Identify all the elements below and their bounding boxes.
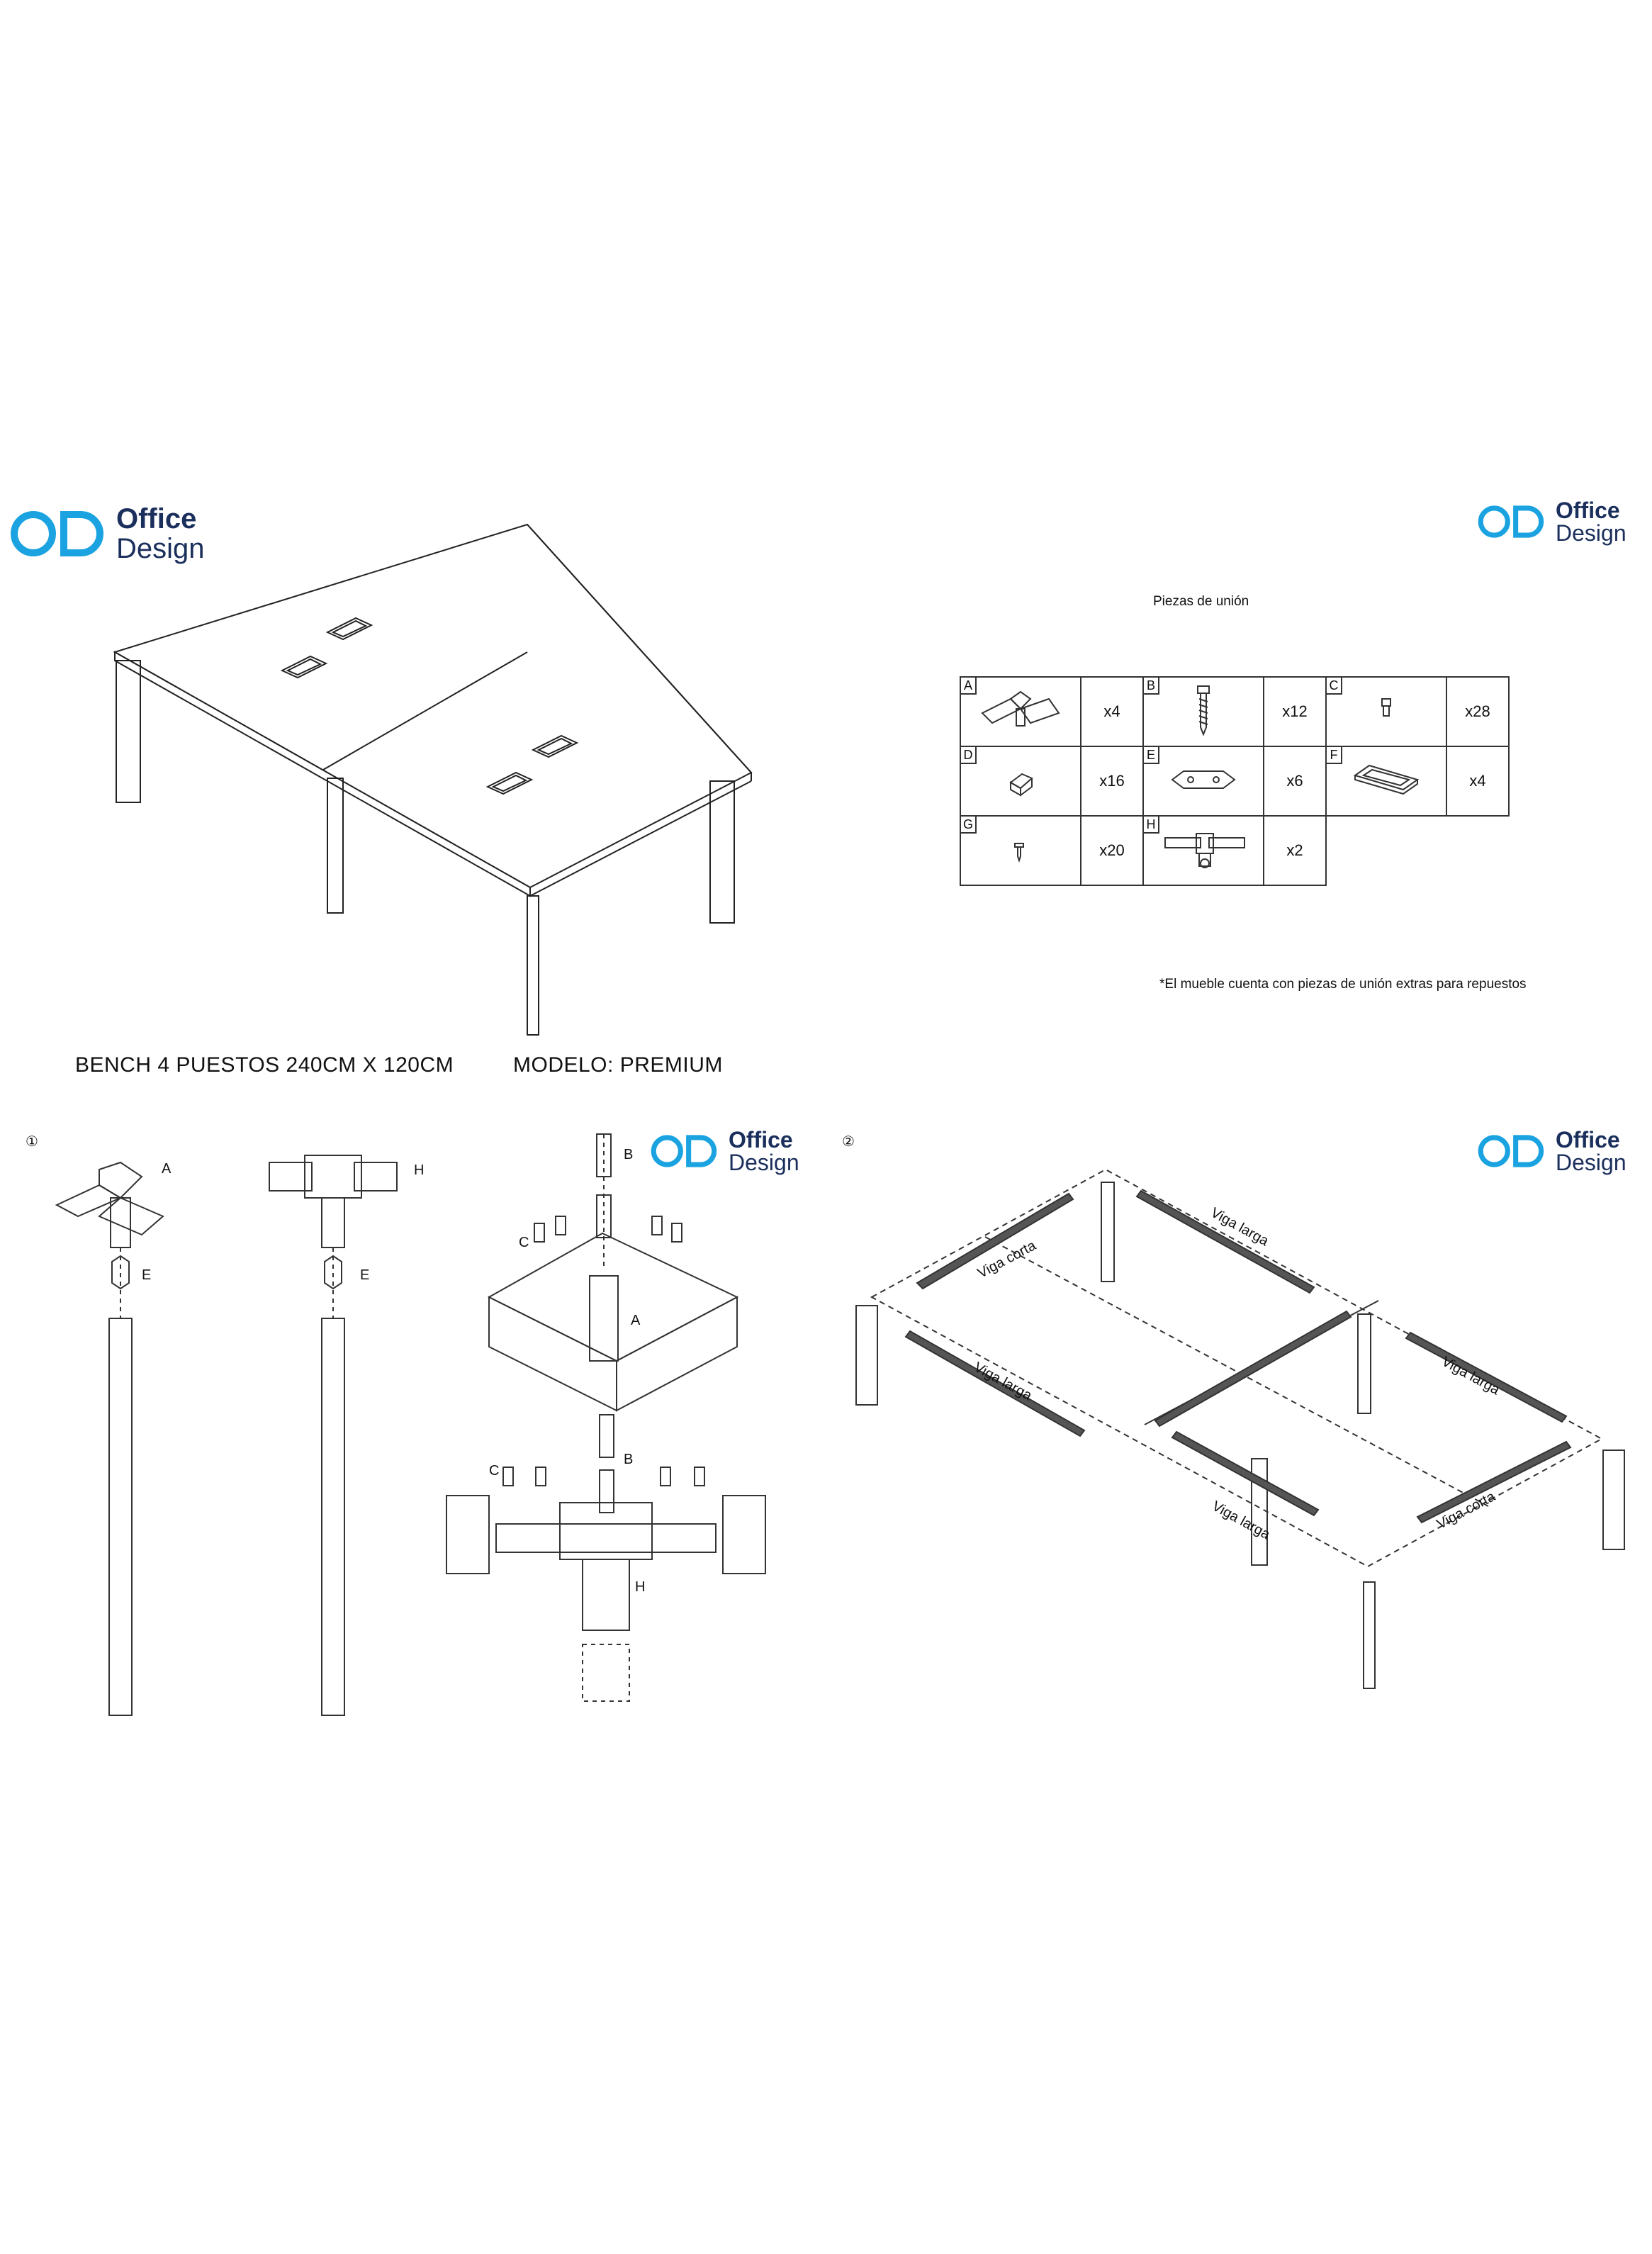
part-qty: x28 (1446, 676, 1510, 747)
label-b: B (624, 1452, 634, 1467)
step-number: ② (842, 1134, 855, 1150)
brand-word-office: Office (116, 503, 197, 534)
label-e: E (360, 1267, 370, 1283)
part-qty: x2 (1263, 815, 1327, 886)
clip-icon (1009, 773, 1033, 797)
grommet-icon (1353, 764, 1420, 795)
parts-title: Piezas de unión (1153, 594, 1249, 609)
part-h-cell: H (1142, 815, 1264, 886)
corner-connector-icon (981, 690, 1060, 727)
part-c-cell: C (1325, 676, 1447, 747)
part-f-cell: F (1325, 746, 1447, 817)
part-letter: D (961, 747, 977, 764)
label-h: H (635, 1579, 646, 1595)
wood-screw-icon (1197, 685, 1210, 736)
table-row: A x4 B x12 C x28 (960, 676, 1510, 747)
parts-note: *El mueble cuenta con piezas de unión ex… (1159, 977, 1527, 992)
step2-frame-drawing (855, 1168, 1625, 1689)
part-qty: x6 (1263, 746, 1327, 817)
part-letter: C (1327, 678, 1342, 695)
brand-logo: Office Design (651, 1128, 799, 1174)
brand-word-design: Design (1556, 1150, 1626, 1175)
brand-word-design: Design (116, 533, 205, 564)
part-qty: x16 (1080, 746, 1144, 817)
step1-drawing (55, 1133, 766, 1716)
od-logo-icon (11, 511, 103, 556)
parts-table: A x4 B x12 C x28 D x16 E x6 F x4 (960, 676, 1510, 886)
model-caption: MODELO: PREMIUM (513, 1053, 723, 1077)
label-h: H (414, 1162, 425, 1178)
bench-caption: BENCH 4 PUESTOS 240CM X 120CM (75, 1053, 454, 1077)
brand-word-office: Office (1556, 1127, 1620, 1153)
part-e-cell: E (1142, 746, 1264, 817)
od-logo-icon (1478, 1135, 1544, 1167)
small-screw-icon (1014, 843, 1024, 863)
label-a: A (162, 1161, 172, 1177)
part-d-cell: D (960, 746, 1081, 817)
part-qty: x4 (1446, 746, 1510, 817)
part-qty: x4 (1080, 676, 1144, 747)
bench-table-drawing (113, 523, 753, 1036)
plate-connector-icon (1171, 770, 1236, 789)
table-row: G x20 H x2 (960, 815, 1509, 886)
t-connector-icon (1164, 833, 1245, 868)
brand-word-office: Office (1556, 498, 1620, 523)
part-letter: A (961, 678, 977, 695)
brand-word-design: Design (729, 1150, 799, 1175)
label-c: C (489, 1463, 500, 1479)
part-qty: x20 (1080, 815, 1144, 886)
od-logo-icon (1478, 505, 1544, 538)
step-number: ① (26, 1134, 38, 1150)
part-a-cell: A (960, 676, 1081, 747)
part-qty: x12 (1263, 676, 1327, 747)
label-a: A (631, 1313, 641, 1328)
od-logo-icon (651, 1135, 717, 1167)
label-b: B (624, 1147, 634, 1162)
part-letter: B (1144, 678, 1159, 695)
label-e: E (142, 1267, 152, 1283)
label-c: C (519, 1235, 529, 1250)
brand-logo: Office Design (1478, 499, 1626, 544)
brand-word-design: Design (1556, 520, 1626, 546)
part-letter: H (1144, 817, 1159, 834)
part-g-cell: G (960, 815, 1081, 886)
part-b-cell: B (1142, 676, 1264, 747)
table-row: D x16 E x6 F x4 (960, 746, 1510, 817)
brand-logo: Office Design (10, 505, 205, 563)
brand-logo: Office Design (1478, 1128, 1626, 1174)
part-letter: G (961, 817, 977, 834)
part-letter: E (1144, 747, 1159, 764)
brand-word-office: Office (729, 1127, 793, 1153)
part-letter: F (1327, 747, 1342, 764)
bolt-icon (1381, 698, 1391, 717)
